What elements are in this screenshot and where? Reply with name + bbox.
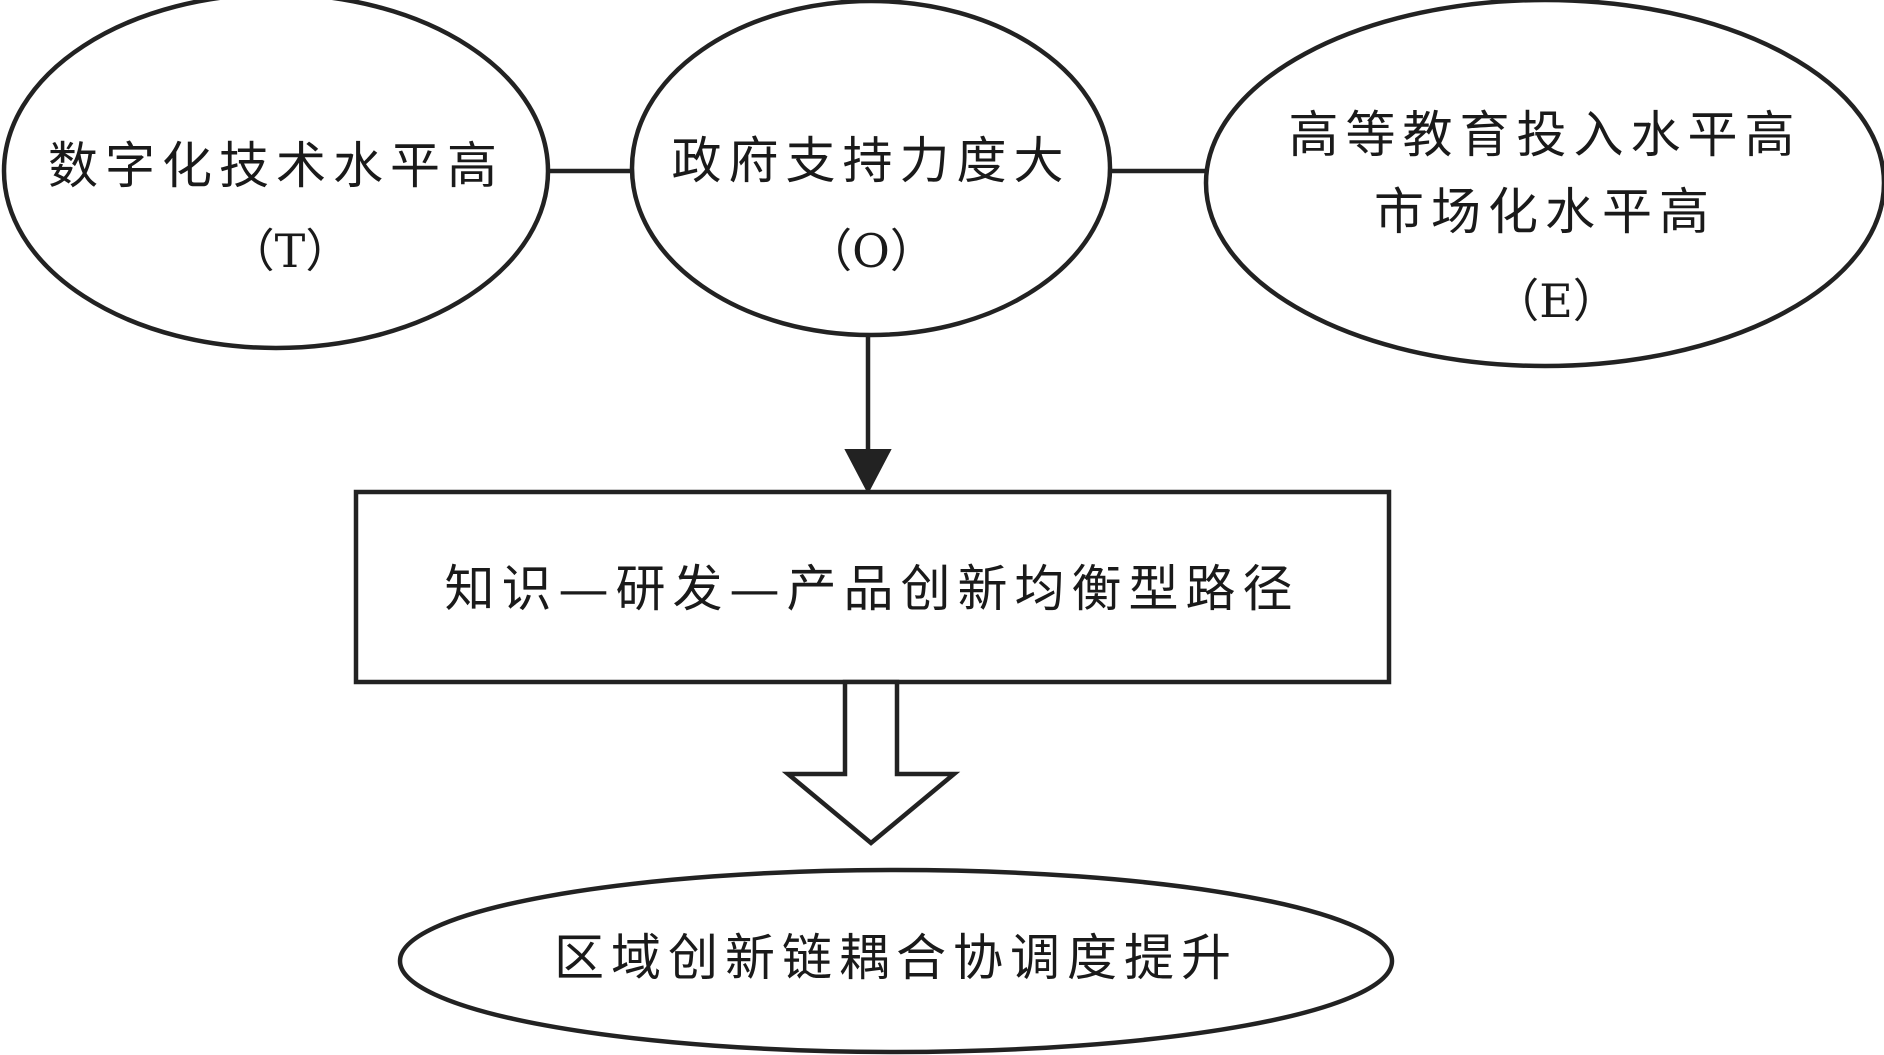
- node-education-market-code: （E）: [1493, 274, 1619, 328]
- node-gov-support: 政府支持力度大 （O）: [629, 0, 1113, 338]
- node-gov-support-code: （O）: [806, 224, 936, 278]
- node-digital-tech-code: （T）: [229, 224, 352, 278]
- node-coupling-improvement-ellipse: [397, 867, 1395, 1055]
- node-gov-support-ellipse: [629, 0, 1113, 338]
- node-digital-tech-ellipse: [1, 0, 551, 351]
- node-balanced-path: 知识—研发—产品创新均衡型路径: [353, 489, 1392, 685]
- node-digital-tech: 数字化技术水平高 （T）: [1, 0, 551, 351]
- arrow-o-to-path-head: [844, 449, 892, 495]
- node-education-market-ellipse: [1203, 0, 1884, 369]
- node-education-market-label-1: 高等教育投入水平高: [1289, 106, 1802, 164]
- node-coupling-improvement: 区域创新链耦合协调度提升: [397, 867, 1395, 1055]
- node-digital-tech-label: 数字化技术水平高: [48, 137, 504, 195]
- node-balanced-path-label: 知识—研发—产品创新均衡型路径: [445, 560, 1300, 618]
- node-balanced-path-box: [353, 489, 1392, 685]
- node-education-market-label-2: 市场化水平高: [1374, 183, 1716, 241]
- block-arrow-down: [781, 679, 961, 846]
- node-coupling-improvement-label: 区域创新链耦合协调度提升: [554, 929, 1238, 987]
- node-education-market: 高等教育投入水平高 市场化水平高 （E）: [1203, 0, 1884, 369]
- arrow-o-to-path: [844, 335, 892, 495]
- node-gov-support-label: 政府支持力度大: [672, 132, 1071, 190]
